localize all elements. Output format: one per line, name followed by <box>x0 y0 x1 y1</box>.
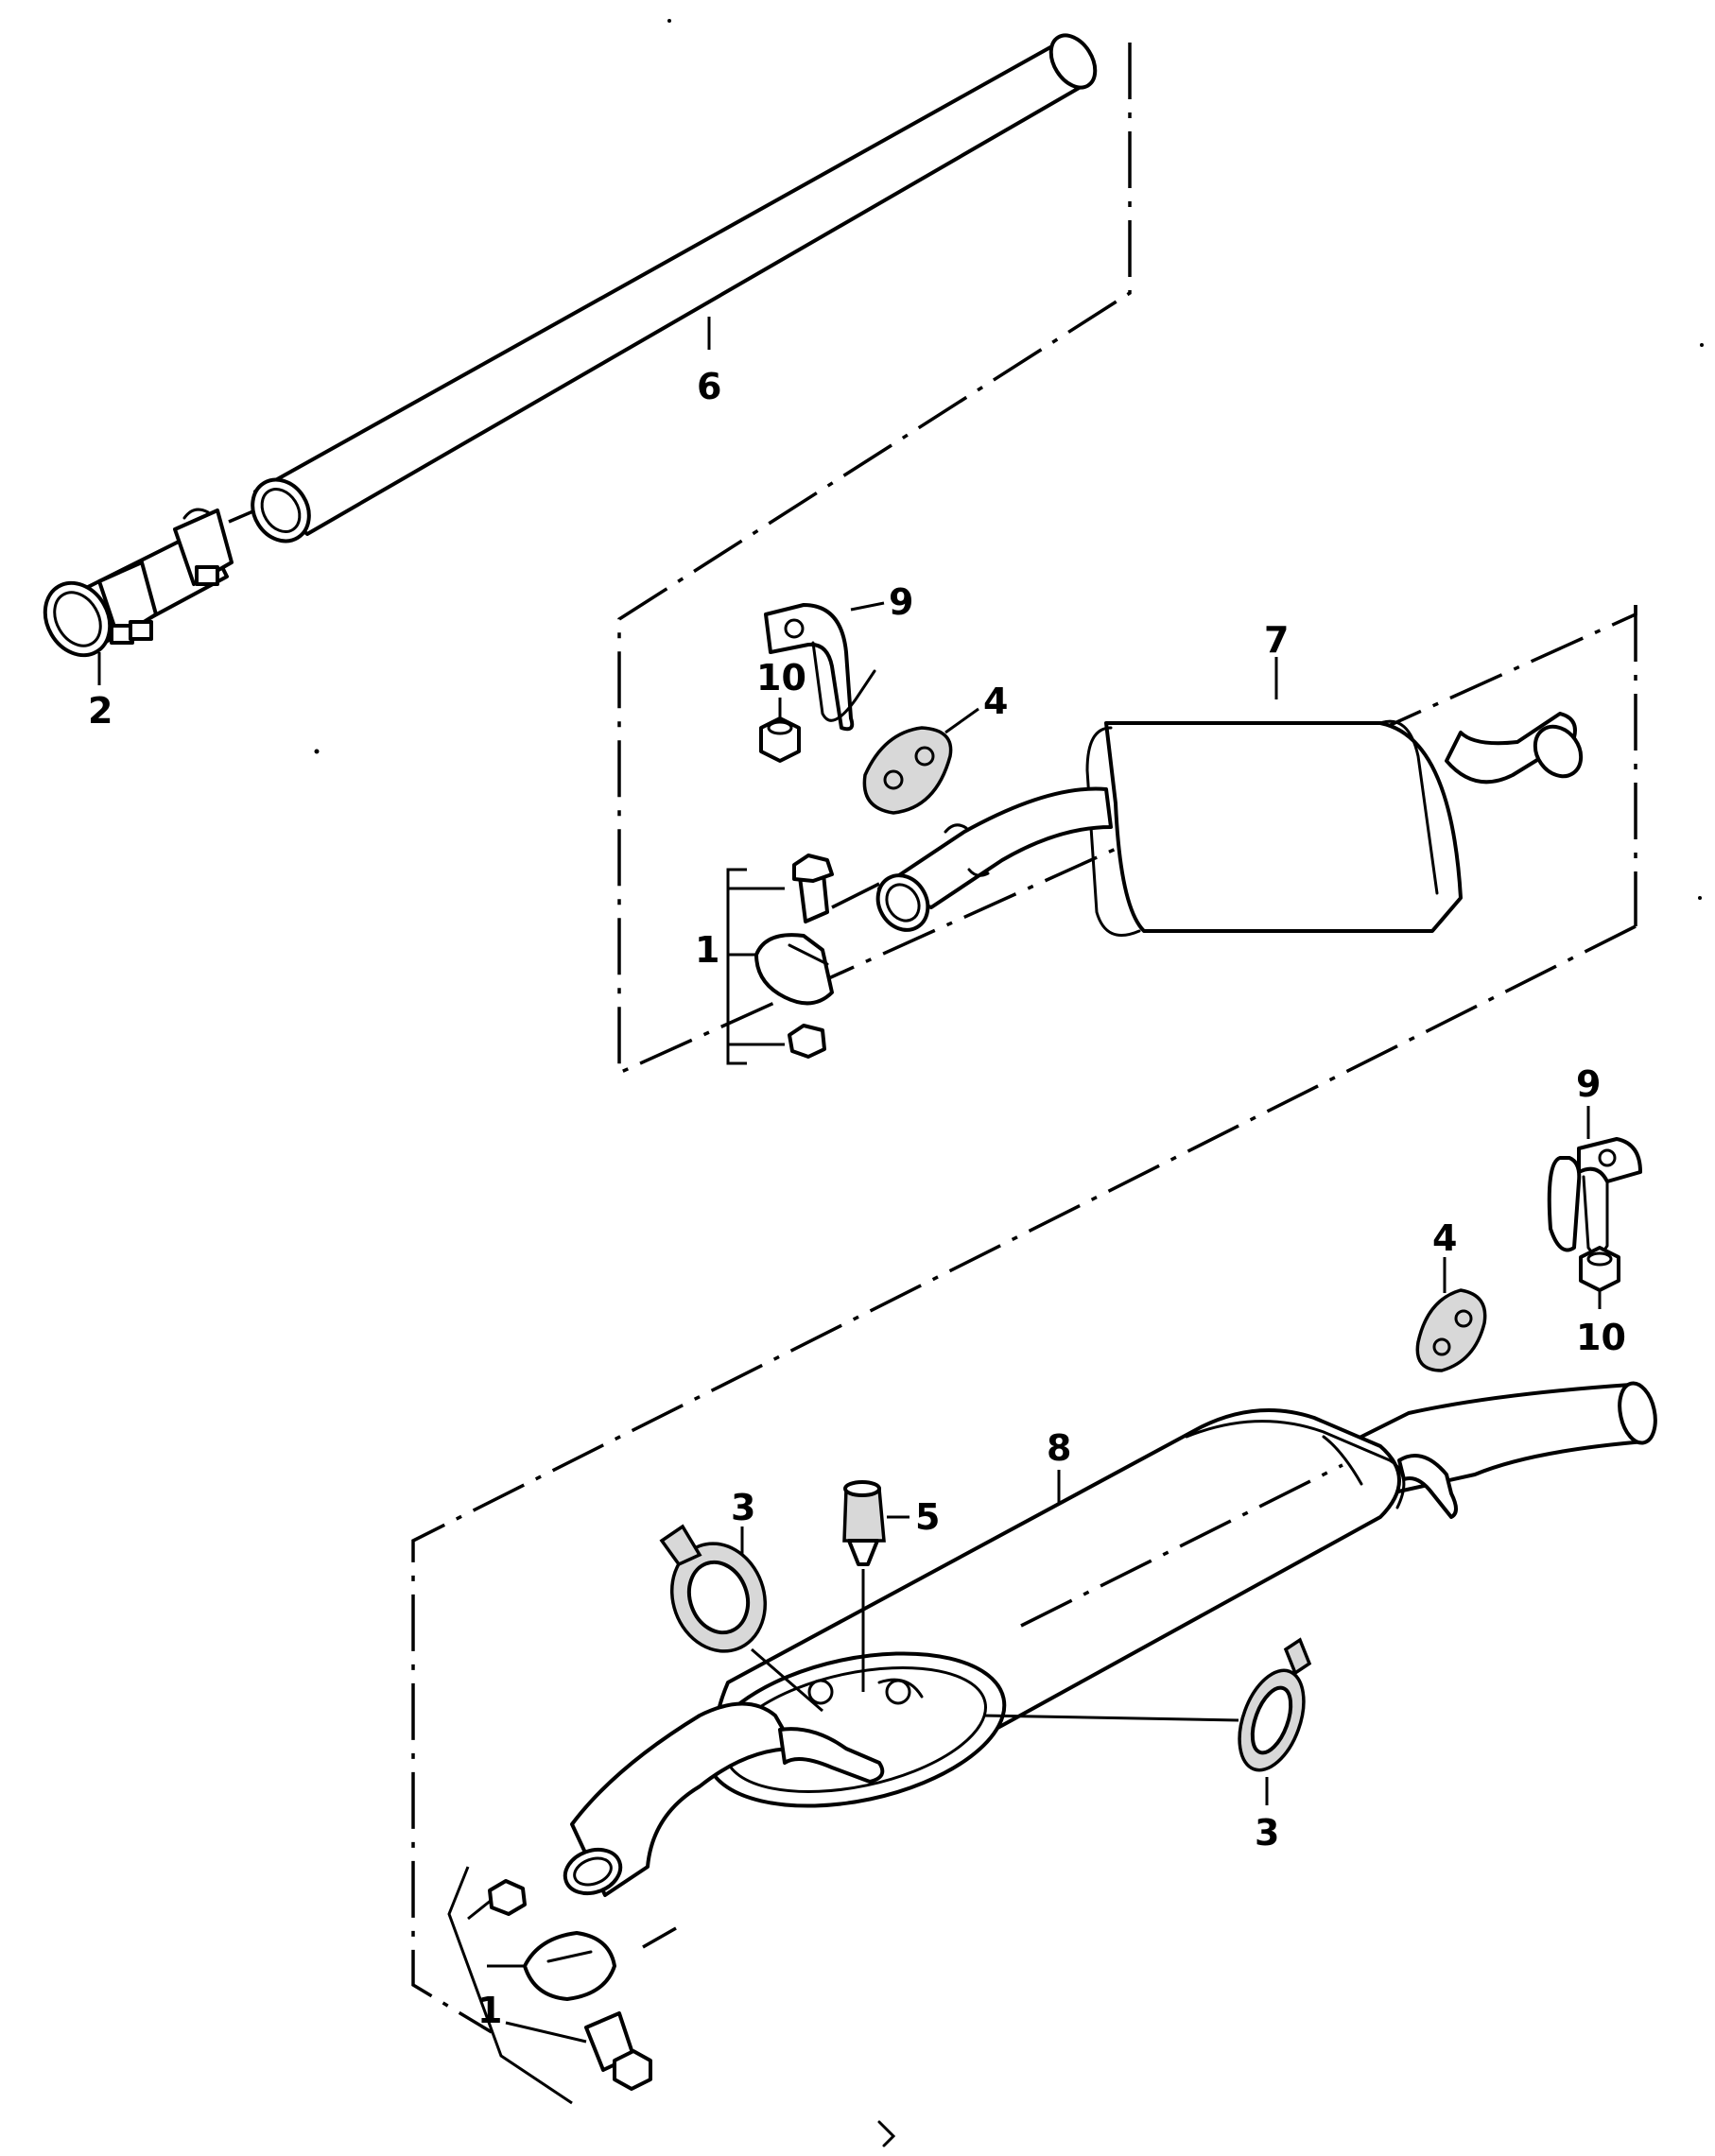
hanger-bracket-bottom <box>1547 1137 1642 1256</box>
callout-5: 5 <box>915 1496 940 1538</box>
double-clamp-connector <box>43 508 234 658</box>
callout-9-top: 9 <box>889 581 913 623</box>
callout-3-right: 3 <box>1255 1812 1279 1854</box>
gasket-left <box>659 1524 823 1713</box>
callout-6: 6 <box>697 366 721 407</box>
clamp-set-bottom <box>447 1866 652 2105</box>
callout-10-bottom: 10 <box>1576 1317 1626 1358</box>
callout-3-left: 3 <box>731 1487 755 1528</box>
callout-7: 7 <box>1264 619 1289 661</box>
callout-2: 2 <box>88 690 113 732</box>
drain-plug <box>842 1480 909 1692</box>
clamp-set-top <box>726 854 834 1065</box>
gasket-right <box>982 1637 1312 1772</box>
callout-1-top: 1 <box>695 929 719 971</box>
callout-4-bottom: 4 <box>1432 1217 1457 1259</box>
rubber-mount-bottom <box>1415 1288 1487 1372</box>
callout-10-top: 10 <box>756 657 806 699</box>
intermediate-pipe <box>251 33 1098 543</box>
scan-marks <box>314 19 1704 2147</box>
nut-bottom <box>1579 1246 1620 1292</box>
rubber-mount-top <box>862 726 953 815</box>
assembly-boundary-lines <box>228 43 1637 2034</box>
callout-8: 8 <box>1047 1427 1071 1469</box>
callout-4-top: 4 <box>983 681 1008 722</box>
leader-4-top <box>944 707 979 734</box>
callout-1-bottom: 1 <box>477 1990 502 2031</box>
rear-silencer <box>563 1381 1657 1897</box>
leader-9-top <box>850 601 885 612</box>
front-silencer <box>875 712 1584 937</box>
hanger-bracket-top <box>764 603 876 732</box>
nut-top <box>759 716 801 763</box>
callout-9-bottom: 9 <box>1576 1063 1601 1105</box>
